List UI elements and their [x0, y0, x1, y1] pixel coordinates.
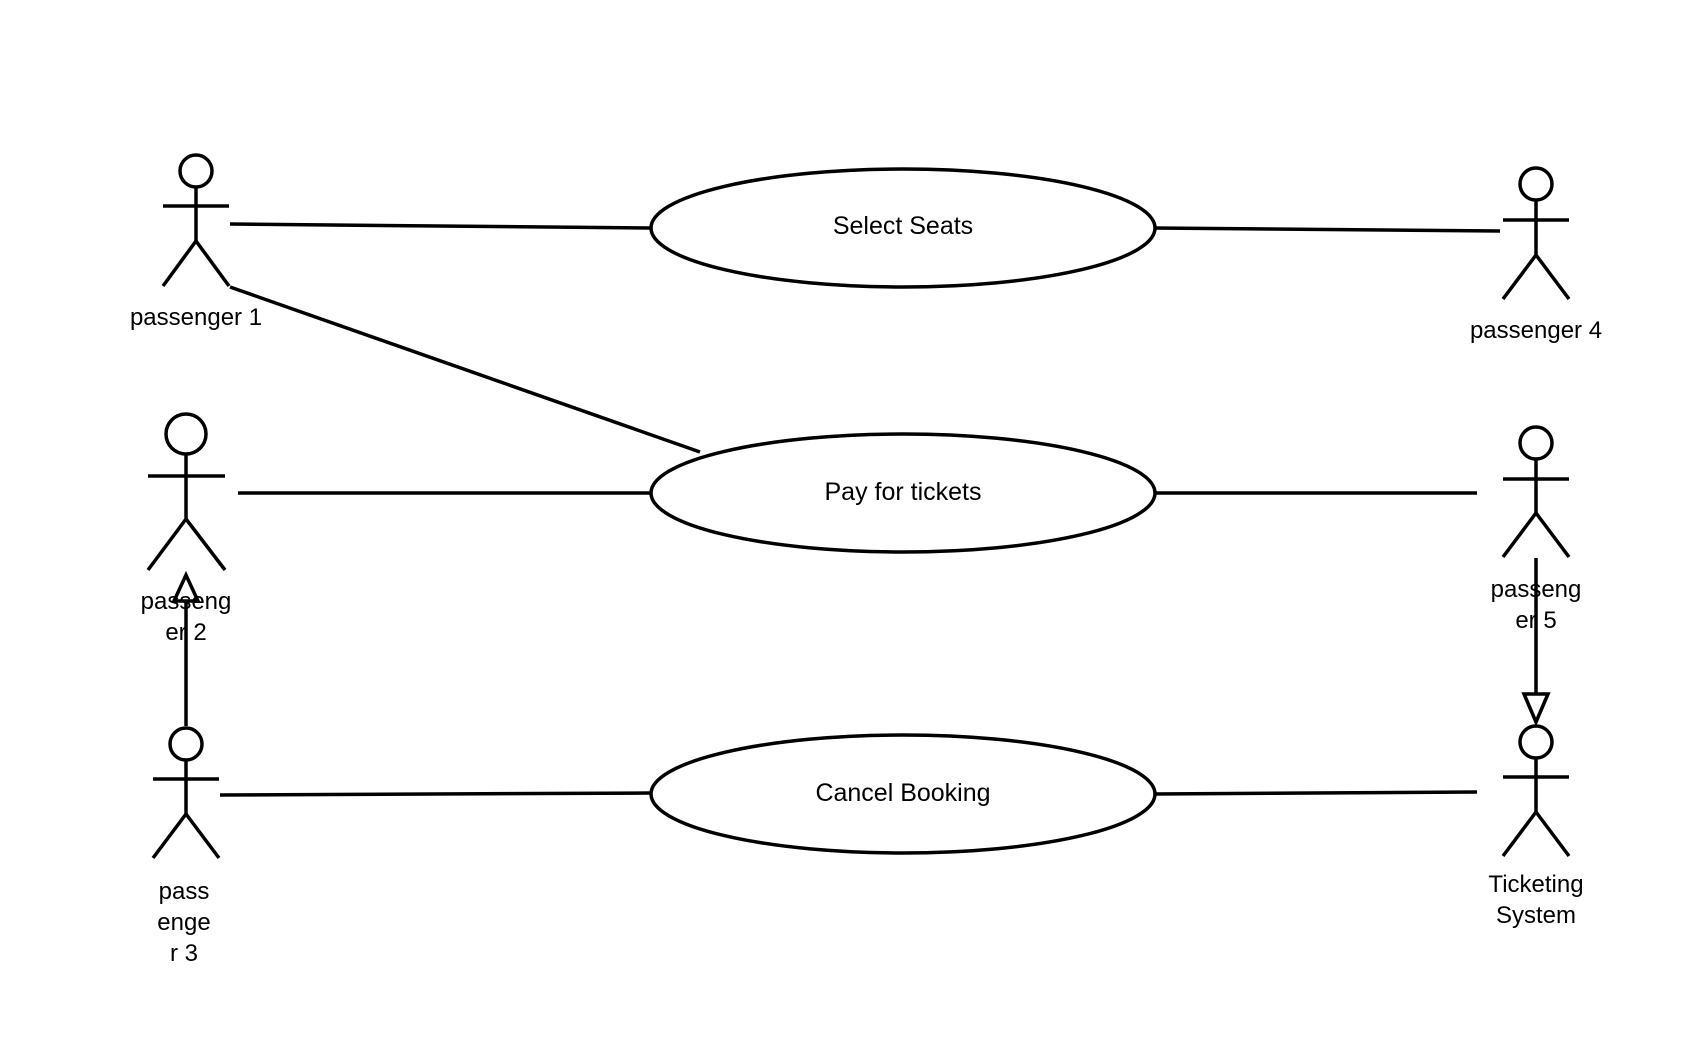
- use-case-pay-for-tickets[interactable]: [649, 432, 1157, 554]
- actor-passenger-5[interactable]: [1501, 425, 1571, 559]
- association-p1-select-seats: [229, 222, 651, 230]
- actor-ticketing-system[interactable]: [1501, 724, 1571, 858]
- actor-label-passenger-3: pass enge r 3: [157, 878, 211, 967]
- actor-label-passenger-4: passenger 4: [1469, 317, 1603, 344]
- use-case-cancel-booking[interactable]: [649, 733, 1157, 855]
- association-p4-select-seats: [1152, 226, 1501, 233]
- association-ts-cancel-booking: [1152, 790, 1478, 796]
- generalization-p3-to-p2: [171, 570, 201, 726]
- actor-label-passenger-2: passeng er 2: [140, 588, 232, 646]
- actor-passenger-1[interactable]: [161, 153, 231, 288]
- association-p3-cancel-booking: [219, 791, 651, 797]
- generalization-p5-to-ticketing-system: [1521, 558, 1551, 727]
- use-case-label-pay-for-tickets: Pay for tickets: [824, 478, 982, 506]
- actor-passenger-2[interactable]: [146, 412, 227, 572]
- use-case-select-seats[interactable]: [649, 167, 1157, 289]
- use-case-label-select-seats: Select Seats: [832, 212, 974, 240]
- actor-passenger-4[interactable]: [1501, 166, 1571, 301]
- association-p1-pay-for-tickets: [229, 285, 701, 454]
- use-case-label-cancel-booking: Cancel Booking: [815, 779, 991, 807]
- actor-label-passenger-5: passeng er 5: [1490, 576, 1582, 634]
- actor-label-passenger-1: passenger 1: [129, 304, 263, 331]
- actor-label-ticketing-system: Ticketing System: [1488, 871, 1584, 929]
- actor-passenger-3[interactable]: [151, 726, 221, 860]
